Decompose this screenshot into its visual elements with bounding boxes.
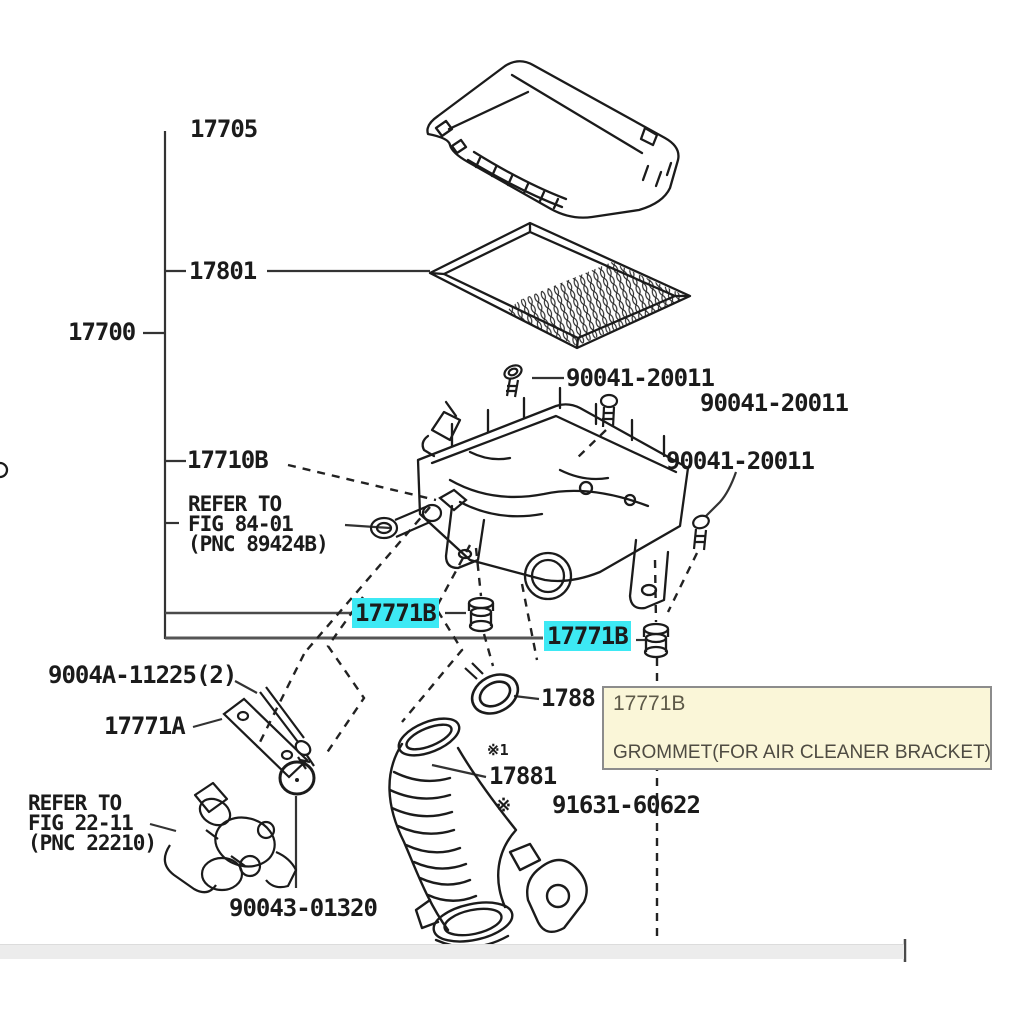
part-label-90043-01320[interactable]: 90043-01320 [229,894,378,922]
asterisk-marker-1: ※1 [487,741,509,759]
air-cleaner-cap-drawing [426,60,680,219]
asterisk-marker-2: ※ [496,795,512,816]
oring-drawing [278,760,316,796]
grommet-2-icon [642,622,670,659]
throttle-assembly-drawing [163,781,298,894]
tooltip-part-number: 17771B [613,692,686,715]
horizontal-scrollbar-edge [904,939,906,962]
part-label-17710B[interactable]: 17710B [187,446,269,474]
part-label-17801[interactable]: 17801 [189,257,257,285]
part-label-17700[interactable]: 17700 [68,318,136,346]
part-label-17771B-1-highlighted[interactable]: 17771B [352,598,439,628]
horizontal-scrollbar-track[interactable] [0,944,904,959]
reference-bracket-lines [143,131,738,888]
part-label-17881[interactable]: 17881 [489,762,557,790]
refer-note-line2: FIG 22-11 [28,811,134,835]
part-label-17771A[interactable]: 17771A [104,712,186,740]
refer-note-line2: FIG 84-01 [188,512,294,536]
bolt-drawings [503,364,710,551]
part-label-1788-cut[interactable]: 1788 [541,684,596,712]
air-hose-drawing [388,717,588,949]
refer-note-line1: REFER TO [28,791,122,815]
refer-note-fig84-01: REFER TO FIG 84-01 (PNC 89424B) [188,492,329,556]
refer-note-line3: (PNC 89424B) [188,532,329,556]
part-label-9004A-11225[interactable]: 9004A-11225(2) [48,661,237,689]
bolt-1-icon [503,364,523,398]
refer-note-fig22-11: REFER TO FIG 22-11 (PNC 22210) [28,791,157,855]
bolt-3-icon [692,514,710,551]
part-label-90041-20011-2[interactable]: 90041-20011 [700,389,849,417]
part-label-17771B-2-highlighted[interactable]: 17771B [544,621,631,651]
part-tooltip: 17771B GROMMET(FOR AIR CLEANER BRACKET) [602,686,992,770]
air-cleaner-case-drawing [0,386,690,610]
grommet-1-icon [467,596,495,633]
grommet-drawings [467,596,670,659]
bolt-2-icon [599,393,619,428]
part-label-91631-60622[interactable]: 91631-60622 [552,791,701,819]
inlet-snorkel-drawing [369,488,468,540]
refer-note-line3: (PNC 22210) [28,831,157,855]
tooltip-part-description: GROMMET(FOR AIR CLEANER BRACKET) [613,742,991,763]
part-label-90041-20011-3[interactable]: 90041-20011 [666,447,815,475]
filter-element-drawing [428,221,692,350]
refer-note-line1: REFER TO [188,492,282,516]
hose-clamp-drawing [464,662,520,715]
part-label-90041-20011-1[interactable]: 90041-20011 [566,364,715,392]
part-label-17705[interactable]: 17705 [190,115,258,143]
